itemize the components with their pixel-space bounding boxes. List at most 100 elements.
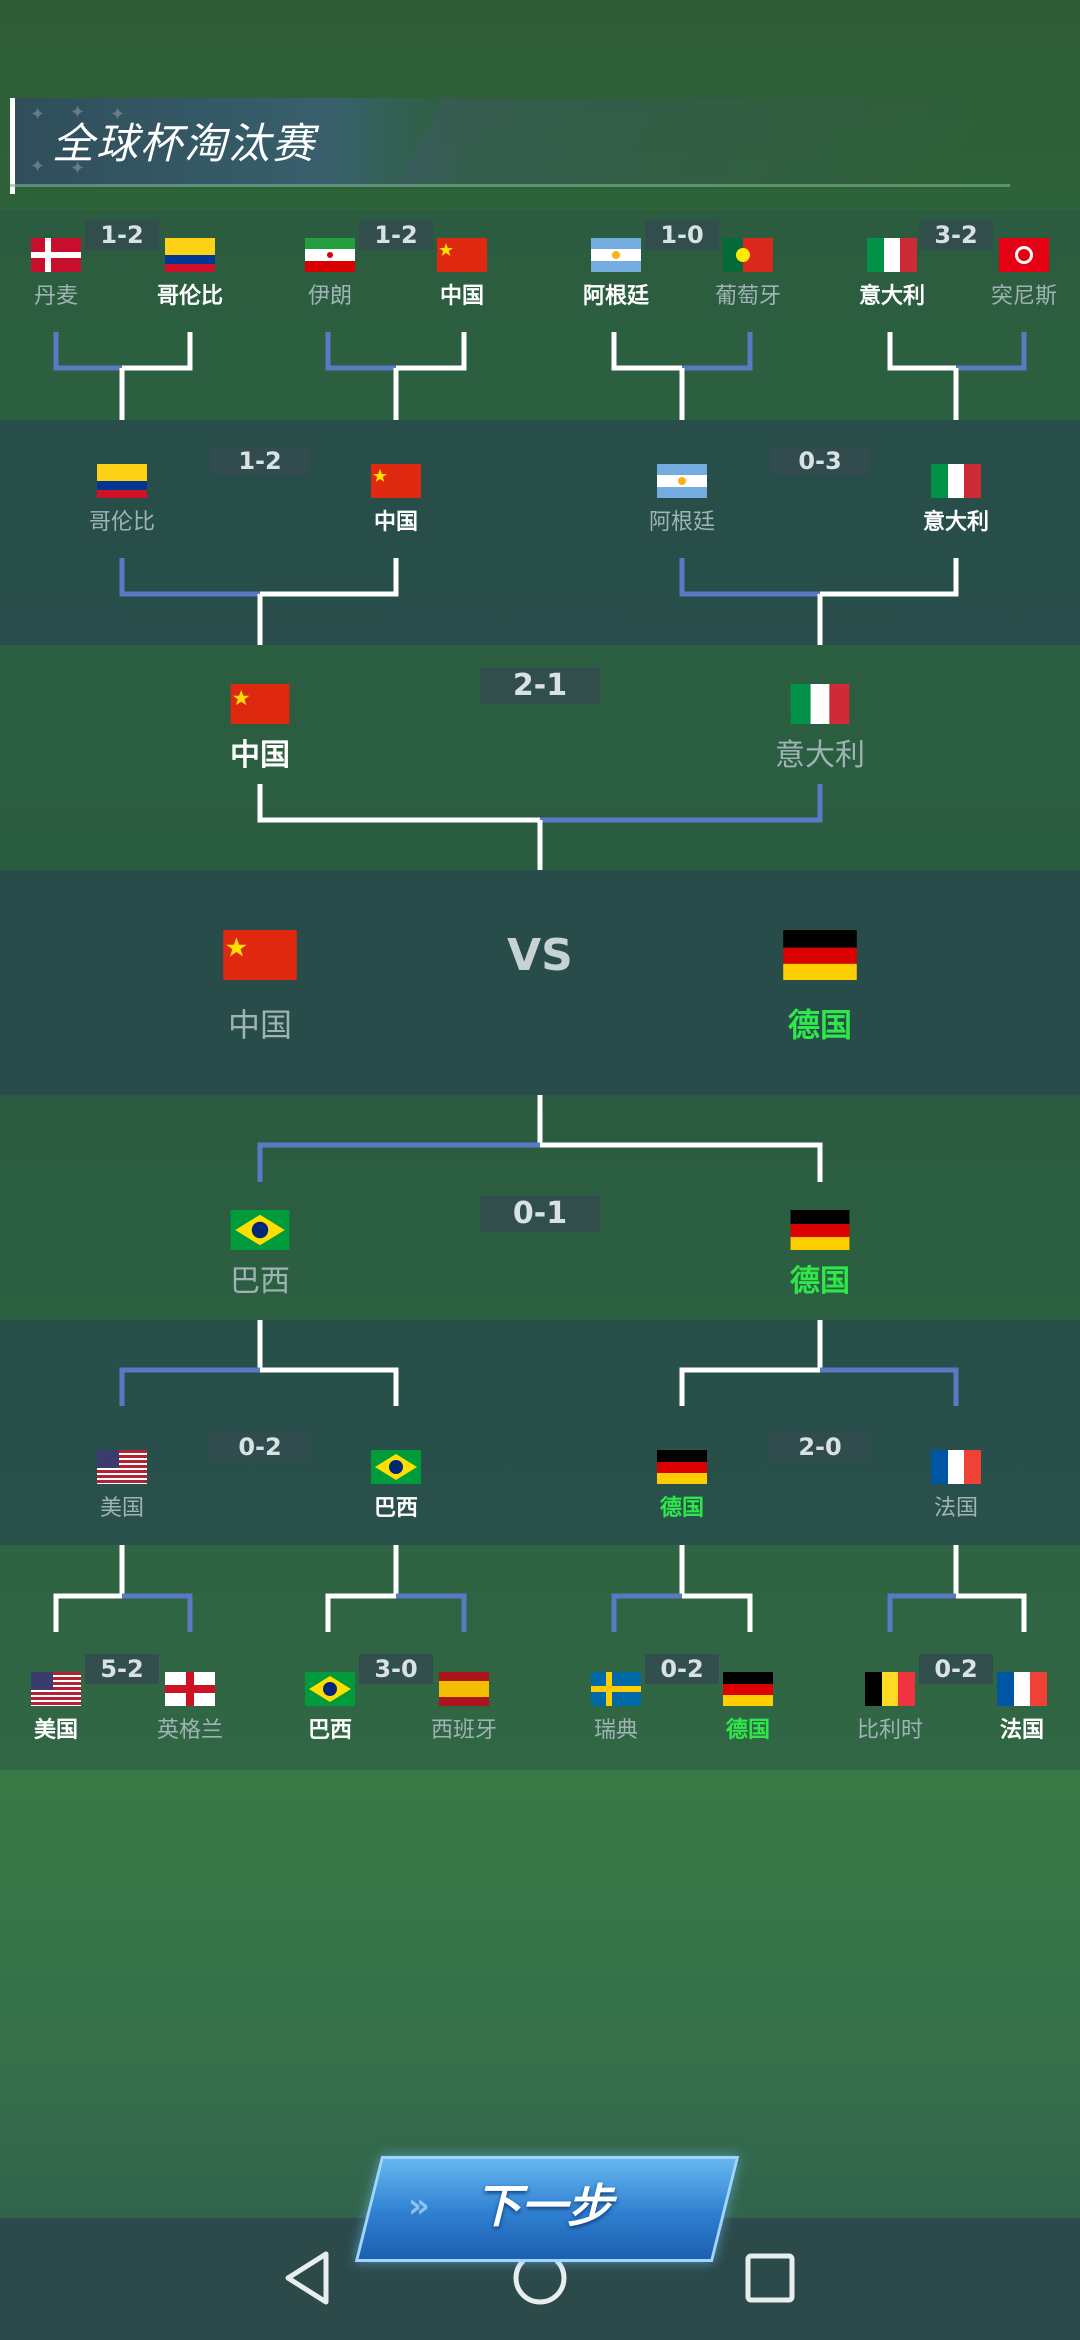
england-flag-icon: [164, 1672, 215, 1706]
china-flag-icon: [437, 238, 487, 272]
team-name: 中国: [373, 510, 418, 535]
recents-icon[interactable]: [738, 2246, 802, 2310]
team-germany[interactable]: 德国: [657, 1450, 707, 1522]
team-brazil[interactable]: 巴西: [371, 1450, 421, 1522]
chevron-right-icon: »: [408, 2186, 430, 2226]
sparkle-icon: ✦: [70, 158, 86, 179]
team-italy[interactable]: 意大利: [775, 684, 865, 774]
team-name: 德国: [659, 1496, 704, 1521]
team-name: 德国: [787, 1006, 852, 1044]
brazil-flag-icon: [230, 1210, 290, 1250]
team-denmark[interactable]: 丹麦: [31, 238, 81, 310]
team-name: 中国: [439, 284, 484, 309]
page-header: ✦ ✦ ✦ ✦ ✦ 全球杯淘汰赛: [10, 98, 1014, 194]
team-brazil[interactable]: 巴西: [229, 1210, 291, 1300]
match-score: 0-2: [645, 1654, 719, 1684]
quarterfinal-bottom-band: [0, 1320, 1080, 1545]
team-name: 美国: [99, 1496, 144, 1521]
team-italy[interactable]: 意大利: [859, 238, 925, 310]
team-name: 哥伦比: [156, 284, 224, 309]
argentina-flag-icon: [590, 238, 641, 272]
france-flag-icon: [931, 1450, 981, 1484]
colombia-flag-icon: [96, 464, 147, 498]
team-germany[interactable]: 德国: [723, 1672, 773, 1744]
colombia-flag-icon: [164, 238, 215, 272]
team-name: 瑞典: [593, 1718, 638, 1743]
brazil-flag-icon: [371, 1450, 421, 1484]
match-score: 0-2: [210, 1432, 310, 1462]
sparkle-icon: ✦: [30, 156, 46, 177]
team-argentina[interactable]: 阿根廷: [649, 464, 715, 536]
team-name: 巴西: [373, 1496, 418, 1521]
team-france[interactable]: 法国: [931, 1450, 981, 1522]
match-score: 3-2: [919, 220, 993, 250]
china-flag-icon: [371, 464, 421, 498]
match-score: 2-0: [770, 1432, 870, 1462]
iran-flag-icon: [305, 238, 355, 272]
germany-flag-icon: [657, 1450, 707, 1484]
team-colombia[interactable]: 哥伦比: [89, 464, 155, 536]
italy-flag-icon: [930, 464, 981, 498]
team-name: 法国: [999, 1718, 1044, 1743]
team-germany[interactable]: 德国: [783, 930, 857, 1046]
team-name: 德国: [725, 1718, 770, 1743]
brazil-flag-icon: [305, 1672, 355, 1706]
team-china[interactable]: 中国: [371, 464, 421, 536]
italy-flag-icon: [790, 684, 850, 724]
final-vs-label: VS: [507, 930, 573, 981]
match-score: 2-1: [480, 668, 600, 704]
china-flag-icon: [223, 930, 297, 980]
team-italy[interactable]: 意大利: [923, 464, 989, 536]
team-belgium[interactable]: 比利时: [857, 1672, 923, 1744]
team-usa[interactable]: 美国: [31, 1672, 81, 1744]
team-usa[interactable]: 美国: [97, 1450, 147, 1522]
usa-flag-icon: [97, 1450, 147, 1484]
team-colombia[interactable]: 哥伦比: [157, 238, 223, 310]
france-flag-icon: [997, 1672, 1047, 1706]
match-score: 0-1: [480, 1196, 600, 1232]
match-score: 1-2: [85, 220, 159, 250]
team-germany[interactable]: 德国: [789, 1210, 851, 1300]
match-score: 3-0: [359, 1654, 433, 1684]
team-name: 巴西: [230, 1264, 290, 1299]
team-portugal[interactable]: 葡萄牙: [715, 238, 781, 310]
germany-flag-icon: [723, 1672, 773, 1706]
sparkle-icon: ✦: [110, 104, 126, 125]
header-accent-bar: [10, 98, 15, 194]
team-china[interactable]: 中国: [229, 684, 291, 774]
spain-flag-icon: [438, 1672, 489, 1706]
team-name: 意大利: [922, 510, 990, 535]
match-score: 0-2: [919, 1654, 993, 1684]
next-button-label: 下一步: [475, 2179, 613, 2233]
team-name: 德国: [790, 1264, 850, 1299]
team-name: 巴西: [307, 1718, 352, 1743]
match-score: 1-2: [359, 220, 433, 250]
back-icon[interactable]: [276, 2246, 340, 2310]
team-name: 葡萄牙: [714, 284, 782, 309]
team-england[interactable]: 英格兰: [157, 1672, 223, 1744]
team-spain[interactable]: 西班牙: [431, 1672, 497, 1744]
team-name: 中国: [230, 738, 290, 773]
final-band: [0, 870, 1080, 1095]
next-step-button[interactable]: » 下一步: [354, 2156, 740, 2262]
team-name: 中国: [227, 1006, 292, 1044]
italy-flag-icon: [866, 238, 917, 272]
team-france[interactable]: 法国: [997, 1672, 1047, 1744]
team-name: 比利时: [856, 1718, 924, 1743]
team-sweden[interactable]: 瑞典: [591, 1672, 641, 1744]
team-tunisia[interactable]: 突尼斯: [991, 238, 1057, 310]
denmark-flag-icon: [31, 238, 81, 272]
sparkle-icon: ✦: [30, 104, 46, 125]
team-name: 哥伦比: [88, 510, 156, 535]
portugal-flag-icon: [722, 238, 773, 272]
team-brazil[interactable]: 巴西: [305, 1672, 355, 1744]
team-china[interactable]: 中国: [437, 238, 487, 310]
match-score: 0-3: [770, 446, 870, 476]
team-china[interactable]: 中国: [223, 930, 297, 1046]
sparkle-icon: ✦: [70, 102, 86, 123]
team-iran[interactable]: 伊朗: [305, 238, 355, 310]
team-argentina[interactable]: 阿根廷: [583, 238, 649, 310]
round-of-16-bottom-band: [0, 1545, 1080, 1770]
match-score: 1-0: [645, 220, 719, 250]
team-name: 丹麦: [33, 284, 78, 309]
